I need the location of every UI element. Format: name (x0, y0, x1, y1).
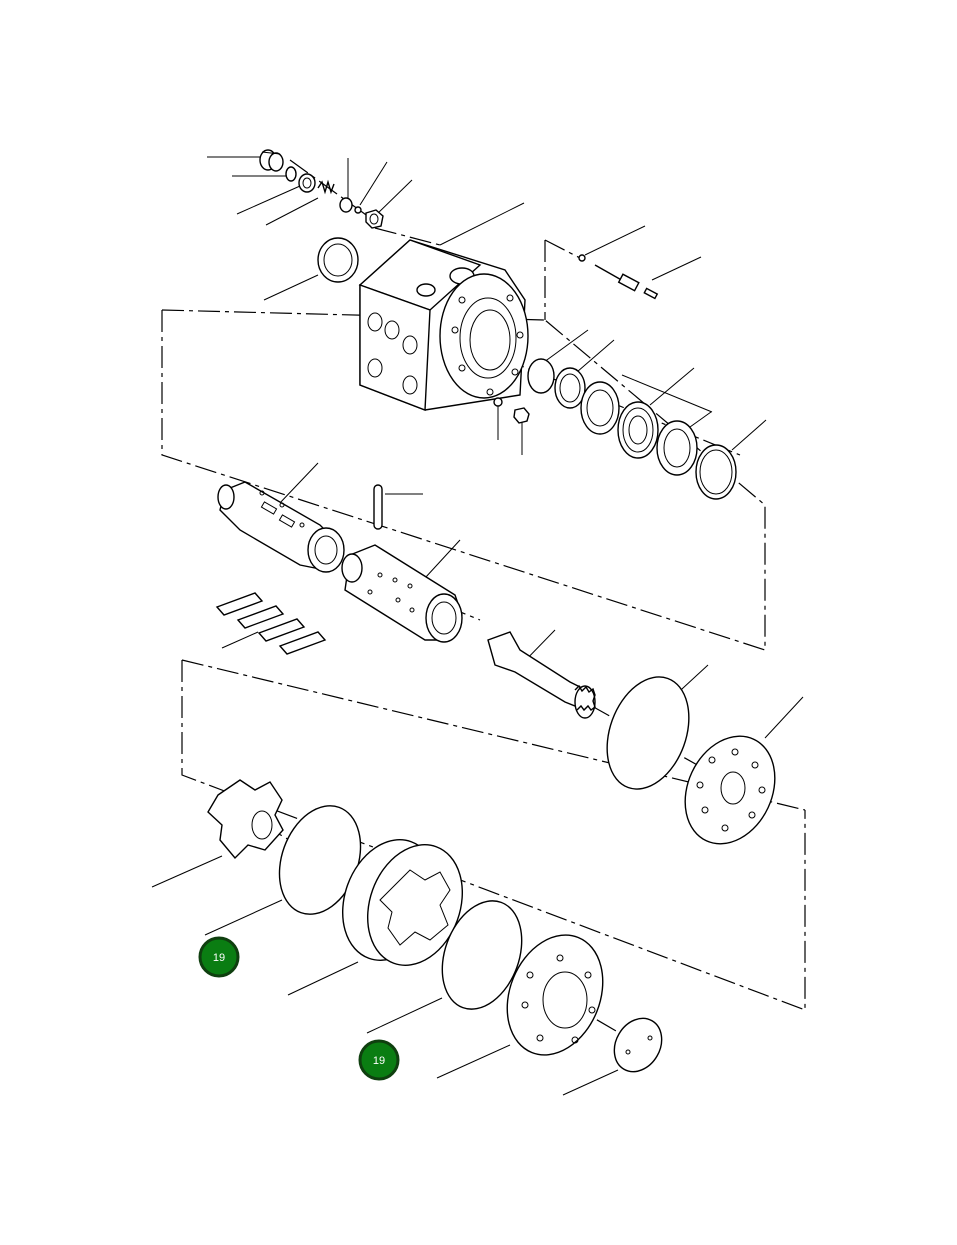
plug-fitting (259, 149, 284, 172)
spacer-plate (684, 735, 776, 845)
callout-badge[interactable]: 19 (198, 936, 240, 978)
o-ring-large (606, 676, 690, 790)
callout-badge[interactable]: 19 (358, 1039, 400, 1081)
bearing-race (695, 444, 737, 500)
ball-under-housing (493, 397, 503, 407)
sleeve (341, 544, 463, 643)
spring (317, 179, 335, 195)
roll-pin (643, 287, 659, 300)
star-rotor (207, 779, 284, 860)
centering-springs (215, 592, 327, 655)
gerotor-stator (341, 839, 464, 966)
thrust-bearing (617, 401, 659, 459)
cover-disc (613, 1017, 663, 1073)
check-ball-small (578, 254, 586, 262)
spool (217, 481, 345, 573)
check-valve-seat (298, 173, 316, 193)
pin-with-head (594, 264, 640, 292)
seal-ring (317, 237, 359, 283)
plug-under-housing (513, 407, 530, 424)
valve-housing (358, 239, 529, 412)
o-ring-small (285, 166, 297, 182)
end-cap (506, 934, 604, 1056)
seal-b (554, 367, 586, 409)
leader-lines (151, 156, 804, 1096)
threaded-plug (365, 209, 384, 229)
thrust-washer (656, 420, 698, 476)
check-ball (354, 206, 362, 214)
washer-c (580, 381, 620, 435)
check-ball-seat (339, 197, 353, 213)
drive-shaft (487, 631, 596, 719)
centering-pin (373, 484, 383, 530)
o-ring-right (441, 900, 523, 1010)
o-ring-a (527, 358, 555, 394)
